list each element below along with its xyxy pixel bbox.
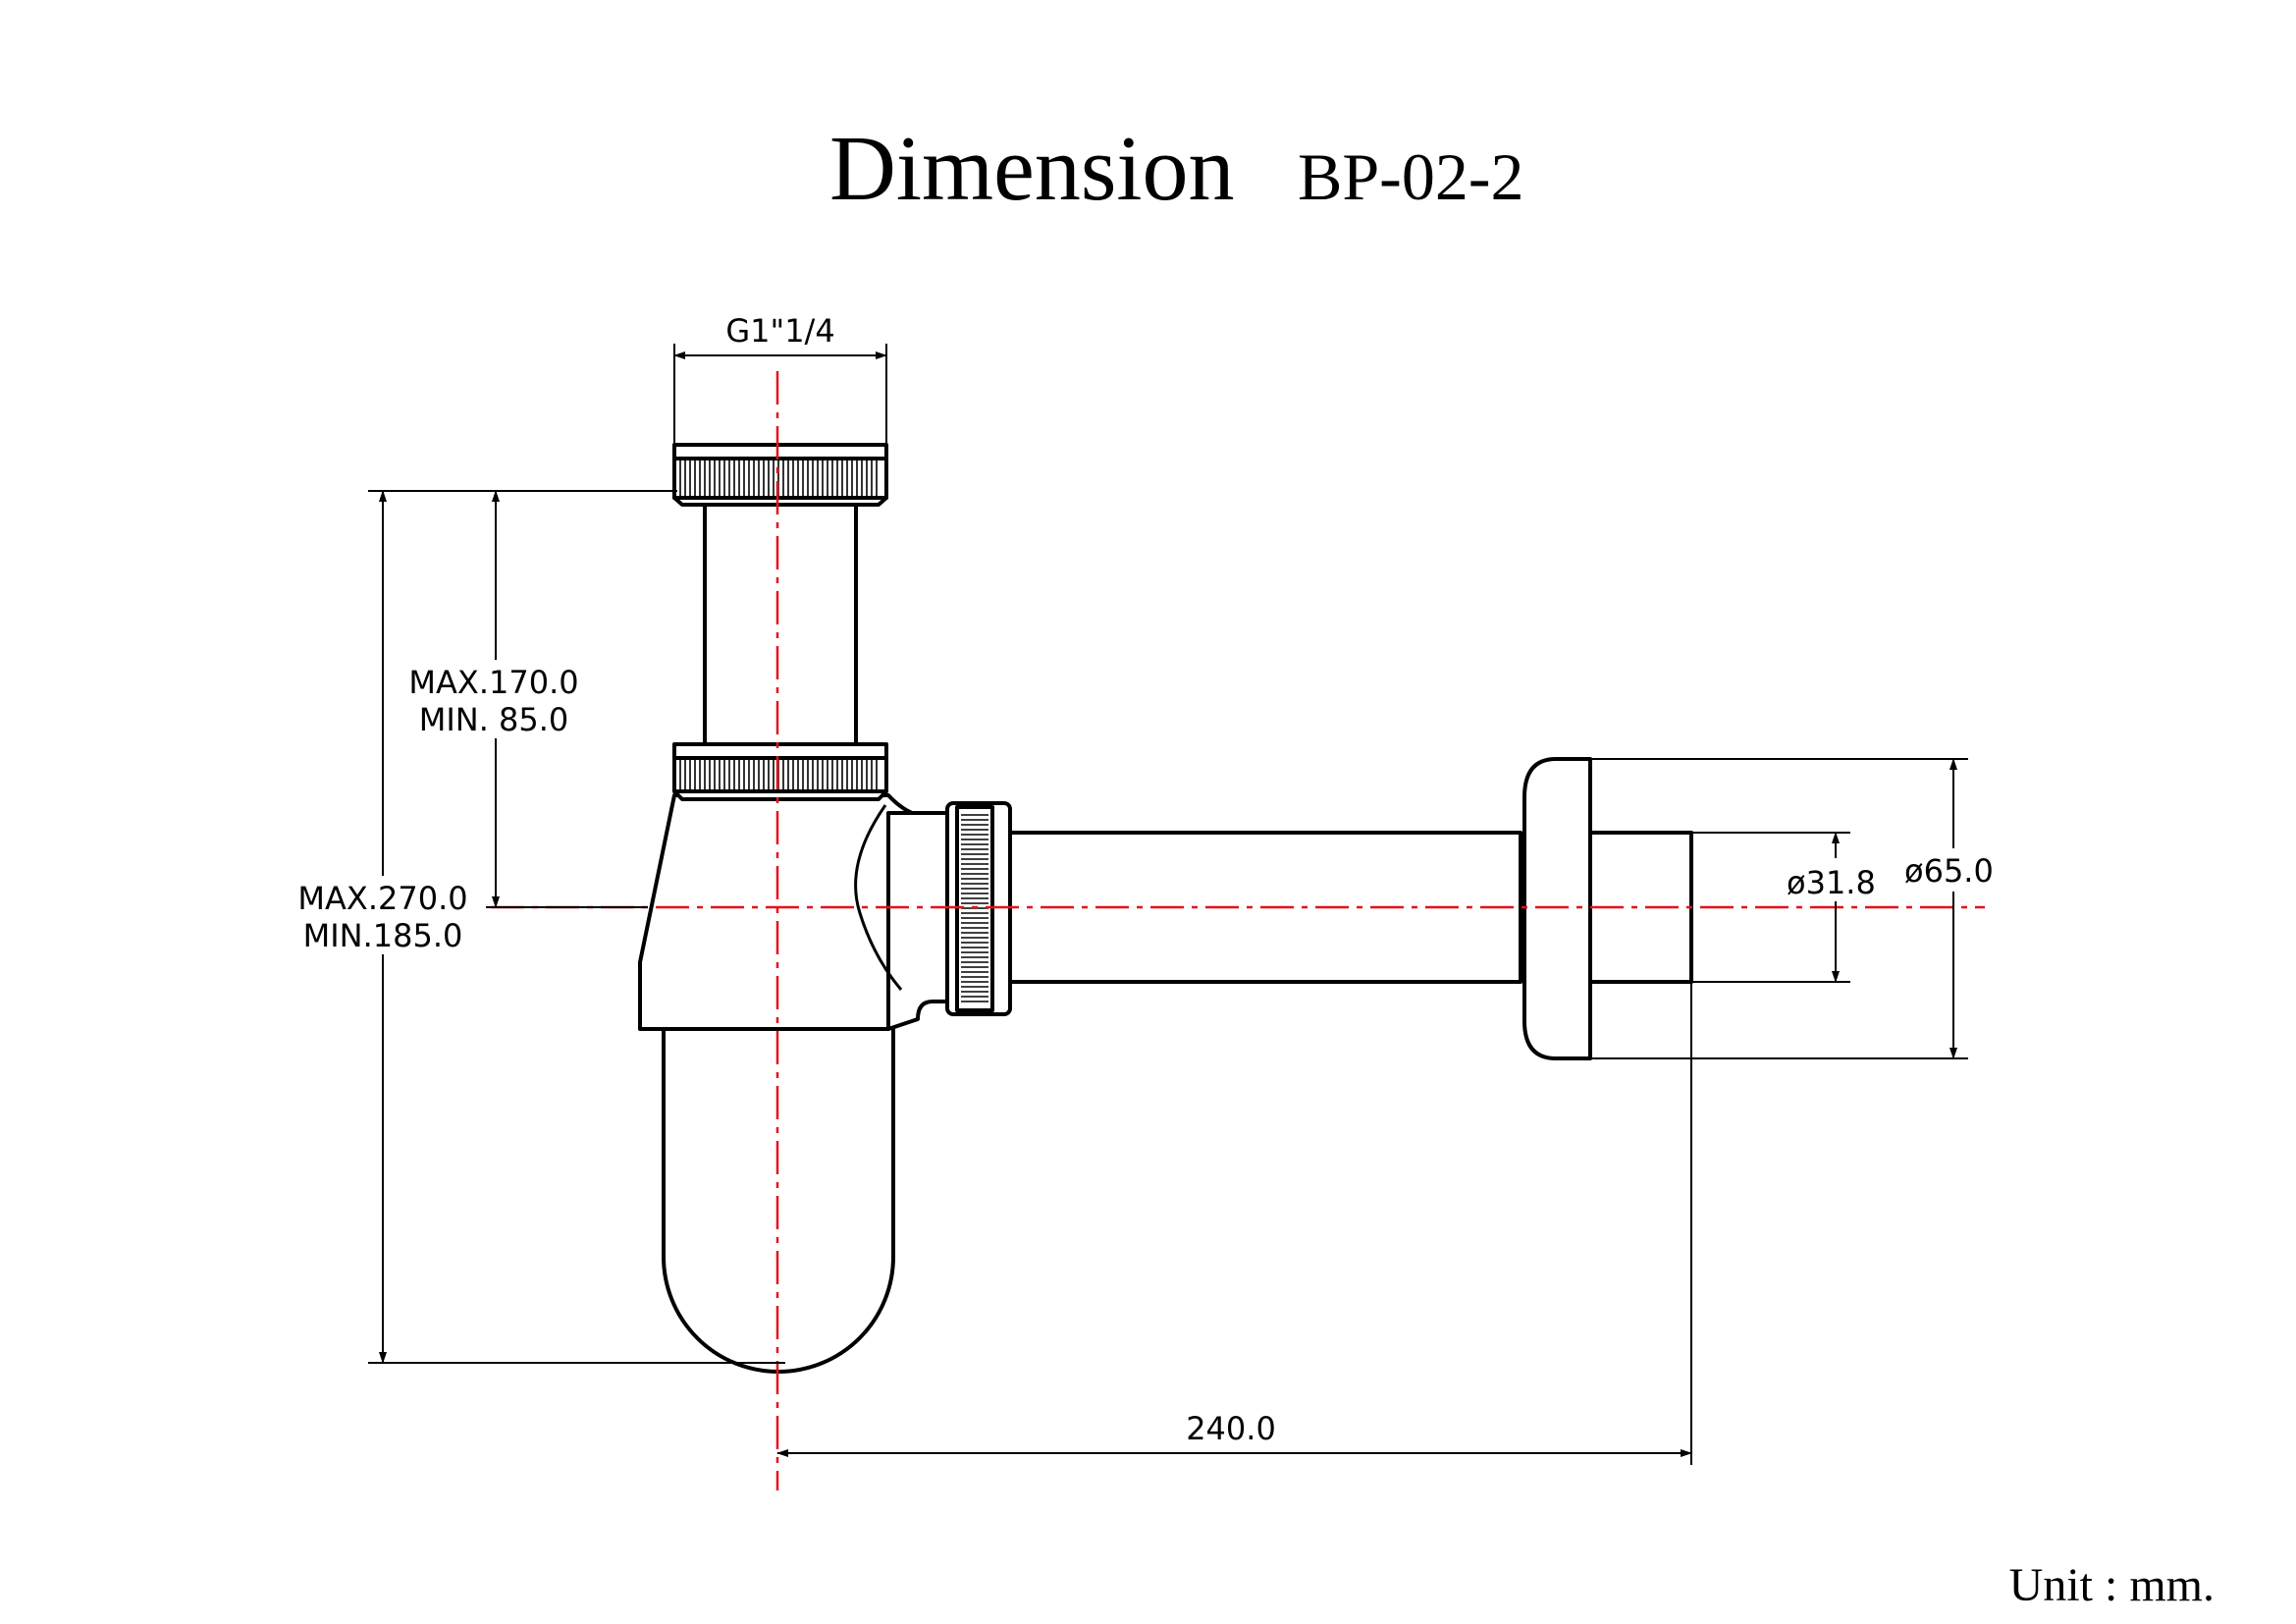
pipe-diameter-label: ø31.8 <box>1787 864 1876 901</box>
trap-body <box>638 793 920 1031</box>
total-height-dimension: MAX.270.0 MIN.185.0 <box>290 490 476 1364</box>
trap-inner-curve <box>854 804 903 991</box>
horizontal-length-dimension: 240.0 <box>776 982 1692 1465</box>
total-max-label: MAX.270.0 <box>297 880 467 917</box>
thread-size-label: G1"1/4 <box>725 312 834 350</box>
tube-max-label: MAX.170.0 <box>408 664 578 701</box>
tube-min-label: MIN. 85.0 <box>419 701 569 738</box>
tube-height-dimension: MAX.170.0 MIN. 85.0 <box>404 490 585 908</box>
vertical-tail-tube <box>703 499 858 748</box>
flange-diameter-dimension: ø65.0 <box>1590 758 2007 1059</box>
thread-dimension: G1"1/4 <box>673 312 887 445</box>
flange-diameter-label: ø65.0 <box>1904 852 1994 890</box>
pipe-diameter-dimension: ø31.8 <box>1691 832 1887 983</box>
middle-nut <box>672 742 888 801</box>
drawing-title: Dimension <box>829 118 1235 220</box>
total-min-label: MIN.185.0 <box>303 917 463 954</box>
top-nut <box>672 443 888 507</box>
side-nut <box>945 801 1012 1016</box>
model-code: BP-02-2 <box>1298 139 1523 214</box>
wall-flange <box>1522 757 1592 1060</box>
unit-label: Unit : mm. <box>2009 1559 2215 1611</box>
trap-outlet-neck <box>886 811 956 1031</box>
horizontal-length-label: 240.0 <box>1186 1410 1276 1447</box>
